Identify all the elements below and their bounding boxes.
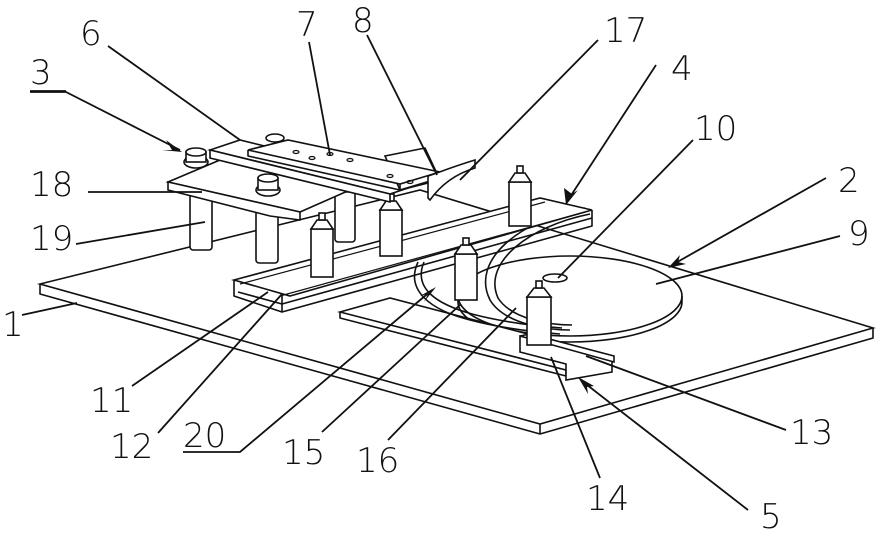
label-20: 20 [183, 416, 226, 456]
label-8: 8 [352, 1, 374, 41]
label-15: 15 [282, 433, 325, 473]
label-5: 5 [760, 497, 782, 534]
label-1: 1 [2, 305, 24, 345]
label-3: 3 [30, 53, 52, 93]
bottle [509, 166, 531, 226]
label-9: 9 [848, 214, 870, 254]
label-7: 7 [296, 5, 318, 45]
label-2: 2 [838, 161, 860, 201]
label-16: 16 [356, 441, 399, 481]
label-19: 19 [30, 219, 73, 259]
label-18: 18 [30, 165, 73, 205]
label-10: 10 [694, 109, 737, 149]
turntable-center-hole [543, 274, 567, 282]
label-6: 6 [80, 14, 102, 54]
label-12: 12 [110, 427, 153, 467]
label-4: 4 [671, 49, 693, 89]
label-13: 13 [790, 413, 833, 453]
label-17: 17 [604, 11, 647, 51]
label-11: 11 [90, 381, 133, 421]
label-14: 14 [586, 479, 629, 519]
